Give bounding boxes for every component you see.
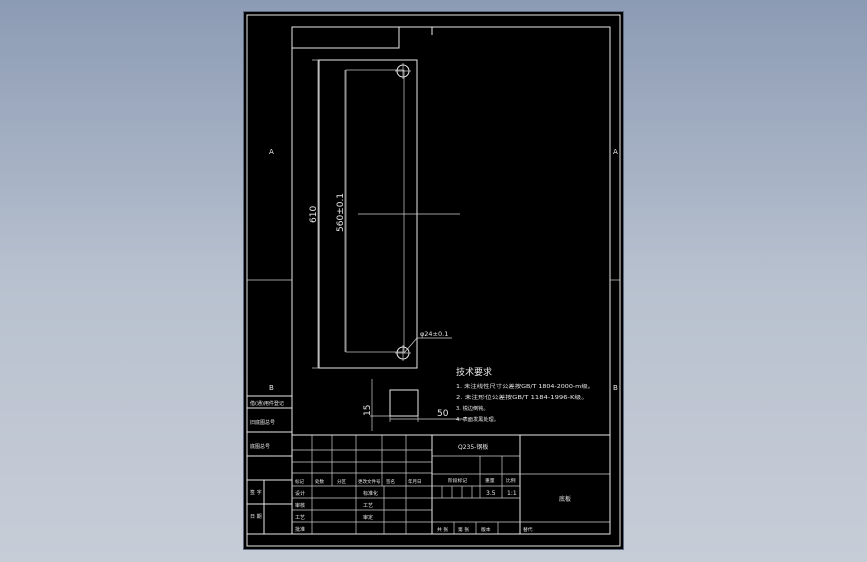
tb-role-1: 设计	[295, 490, 305, 497]
cad-drawing: A A B B 610 560±0.1 φ24±0.1 15 50 技术要求 1…	[246, 14, 621, 547]
tb-col-4: 更改文件号	[358, 478, 381, 485]
sheet-info-2: 第 张	[458, 526, 469, 533]
hole-center-box	[345, 69, 405, 353]
tb-mid-1: 标准化	[363, 490, 378, 497]
tb-role-4: 批准	[295, 526, 305, 533]
side-label-2: 旧底图总号	[250, 419, 275, 426]
tb-mid-3: 审定	[363, 514, 373, 521]
zone-a-right: A	[613, 148, 618, 156]
side-label-5: 日 期	[250, 514, 262, 520]
drawing-number: 底板	[559, 495, 571, 503]
drawing-sheet: A A B B 610 560±0.1 φ24±0.1 15 50 技术要求 1…	[244, 12, 623, 549]
zone-b-left: B	[269, 384, 274, 392]
side-stamp-column: 借(通)用件登记 旧底图总号 底图总号 签 字 日 期	[246, 395, 293, 535]
tb-col-6: 年月日	[408, 478, 422, 485]
tb-role-2: 审核	[295, 502, 305, 509]
dim-thickness: 15	[363, 405, 373, 416]
weight-value: 3.5	[486, 490, 496, 497]
tb-role-3: 工艺	[295, 515, 305, 521]
stage-header-3: 比例	[506, 477, 516, 484]
tech-req-line-2: 2. 未注形位公差按GB/T 1184-1996-K级。	[456, 393, 588, 401]
stage-header-2: 重量	[485, 477, 495, 484]
tech-req-title: 技术要求	[456, 366, 492, 378]
side-label-3: 底图总号	[250, 443, 270, 450]
tb-col-5: 签名	[386, 478, 395, 485]
tech-req-line-3: 3. 锐边倒钝。	[456, 404, 489, 412]
sheet-info-3: 版本	[481, 526, 491, 533]
dim-width: 50	[437, 409, 449, 419]
tech-req-line-4: 4. 表面发黑处理。	[456, 415, 499, 423]
tb-col-2: 处数	[315, 478, 324, 485]
tech-requirements: 技术要求 1. 未注线性尺寸公差按GB/T 1804-2000-m级。 2. 未…	[456, 366, 594, 423]
dim-hole-spacing: 560±0.1	[336, 193, 346, 232]
side-view	[389, 389, 419, 417]
stage-header-1: 阶段标记	[448, 477, 467, 484]
side-label-4: 签 字	[250, 489, 262, 496]
zone-b-right: B	[613, 384, 618, 392]
drawing-frame	[291, 26, 611, 535]
side-label-1: 借(通)用件登记	[250, 400, 284, 407]
tech-req-line-1: 1. 未注线性尺寸公差按GB/T 1804-2000-m级。	[456, 382, 594, 390]
top-tab	[292, 27, 400, 49]
tb-col-1: 标记	[295, 478, 304, 485]
scale-value: 1:1	[507, 490, 517, 497]
dim-length: 610	[309, 206, 319, 223]
tb-mid-2: 工艺	[363, 503, 373, 509]
title-block: 标记 处数 分区 更改文件号 签名 年月日 设计 审核 工艺 批准 标准化 工艺…	[291, 434, 611, 535]
dim-hole-dia: φ24±0.1	[420, 330, 448, 338]
tb-col-3: 分区	[337, 478, 346, 485]
sheet-info-1: 共 张	[437, 526, 448, 533]
part-name: Q235-钢板	[458, 443, 488, 451]
sheet-info-4: 替代	[523, 526, 533, 533]
sheet-border	[246, 14, 621, 547]
zone-a-left: A	[269, 148, 274, 156]
